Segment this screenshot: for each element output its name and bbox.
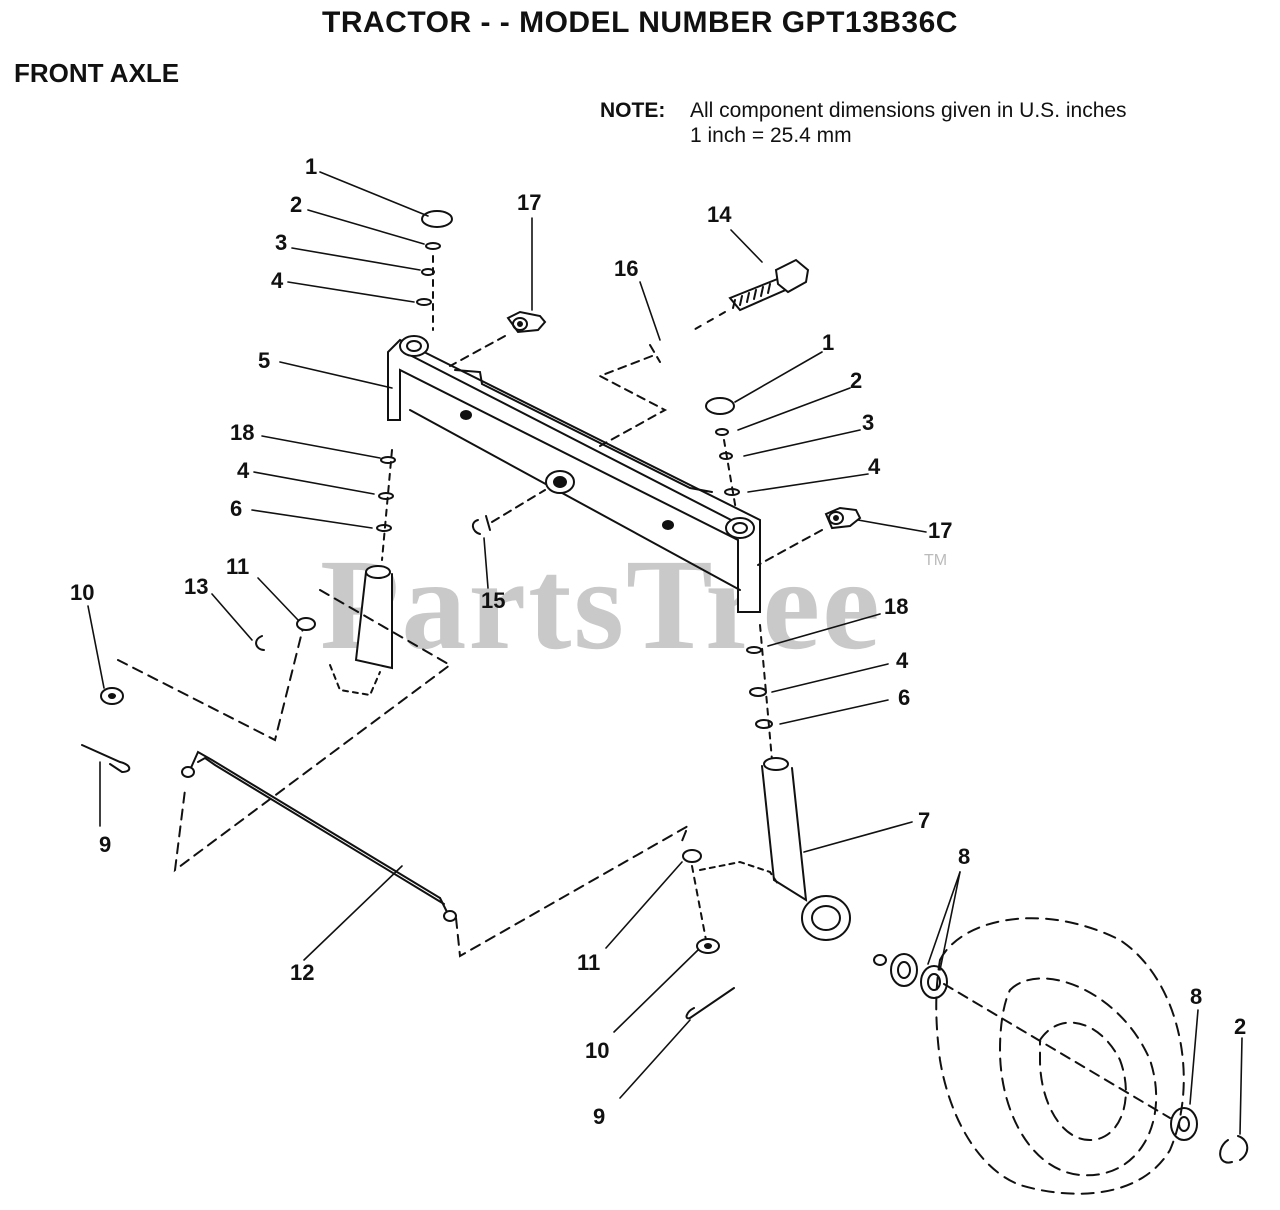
front-wheel: [935, 917, 1185, 1195]
callout-3-right: 3: [862, 410, 874, 435]
callout-7: 7: [918, 808, 930, 833]
clip-2-wheel: [1219, 1135, 1249, 1164]
spindle-7: [699, 757, 851, 941]
partstree-watermark: PartsTree: [320, 533, 882, 677]
callout-8-wheel: 8: [1190, 984, 1202, 1009]
watermark-trademark: TM: [924, 552, 948, 569]
callout-1-upper-left: 1: [305, 154, 317, 179]
note-label: NOTE:: [600, 99, 666, 122]
ring-2-right: [715, 428, 729, 436]
callout-18-left: 18: [230, 420, 254, 445]
callout-14: 14: [707, 202, 732, 227]
cotter-pin-9-right: [685, 987, 735, 1020]
callout-2-right: 2: [850, 368, 862, 393]
callout-4-mid-left: 4: [237, 458, 250, 483]
callout-6-left: 6: [230, 496, 242, 521]
pin-16-guide: [597, 344, 668, 447]
washer-11-right: [682, 849, 702, 863]
bearing-18-left: [380, 456, 396, 464]
washer-8-c: [1170, 1107, 1198, 1141]
bushing-4-left: [416, 298, 432, 306]
ring-2-left: [425, 242, 441, 250]
washer-6-right: [755, 719, 773, 729]
callout-18-right: 18: [884, 594, 908, 619]
washer-11-left: [296, 617, 316, 631]
washer-6-left: [376, 524, 392, 532]
callout-15: 15: [481, 588, 505, 613]
callout-5: 5: [258, 348, 270, 373]
callout-16: 16: [614, 256, 638, 281]
callout-4-upper-left: 4: [271, 268, 284, 293]
callout-2-upper-left: 2: [290, 192, 302, 217]
bolt-14: [689, 258, 810, 333]
callout-6-right: 6: [898, 685, 910, 710]
washer-3-left: [421, 268, 435, 276]
spindle-left: [329, 565, 393, 697]
washer-8-b: [920, 965, 948, 999]
callout-17-right: 17: [928, 518, 952, 543]
callout-10-left: 10: [70, 580, 94, 605]
dimension-note: NOTE: All component dimensions given in U…: [600, 98, 1127, 148]
note-line-1: All component dimensions given in U.S. i…: [690, 99, 1127, 122]
callout-11-left: 11: [226, 554, 249, 579]
callout-17-top: 17: [517, 190, 541, 215]
cotter-pin-9-left: [81, 744, 131, 774]
diagram-title: TRACTOR - - MODEL NUMBER GPT13B36C: [322, 6, 958, 39]
callout-11-right: 11: [577, 950, 600, 975]
bushing-4-lower-right: [749, 687, 767, 697]
callout-1-right: 1: [822, 330, 834, 355]
washer-8-a: [890, 953, 918, 987]
callout-4-right: 4: [868, 454, 881, 479]
section-title: FRONT AXLE: [14, 58, 180, 88]
callout-10-right: 10: [585, 1038, 609, 1063]
clip-13: [255, 635, 265, 651]
callout-12: 12: [290, 960, 314, 985]
bearing-18-right: [746, 646, 762, 654]
note-line-2: 1 inch = 25.4 mm: [690, 124, 852, 147]
callout-13: 13: [184, 574, 208, 599]
bushing-4-lower-left: [378, 492, 394, 500]
callout-4-lower-right: 4: [896, 648, 909, 673]
grease-fitting-17-right: [757, 506, 862, 566]
callout-9-left: 9: [99, 832, 111, 857]
clip-15: [472, 515, 491, 535]
cap-1-right: [705, 397, 735, 415]
tie-rod-12: [181, 750, 690, 958]
cap-1-left: [421, 210, 453, 228]
callout-2-wheel: 2: [1234, 1014, 1246, 1039]
grease-fitting-17-top: [449, 310, 547, 367]
callout-8-washers: 8: [958, 844, 970, 869]
axle-beam: [387, 335, 761, 613]
callout-9-right: 9: [593, 1104, 605, 1129]
callout-3-upper-left: 3: [275, 230, 287, 255]
